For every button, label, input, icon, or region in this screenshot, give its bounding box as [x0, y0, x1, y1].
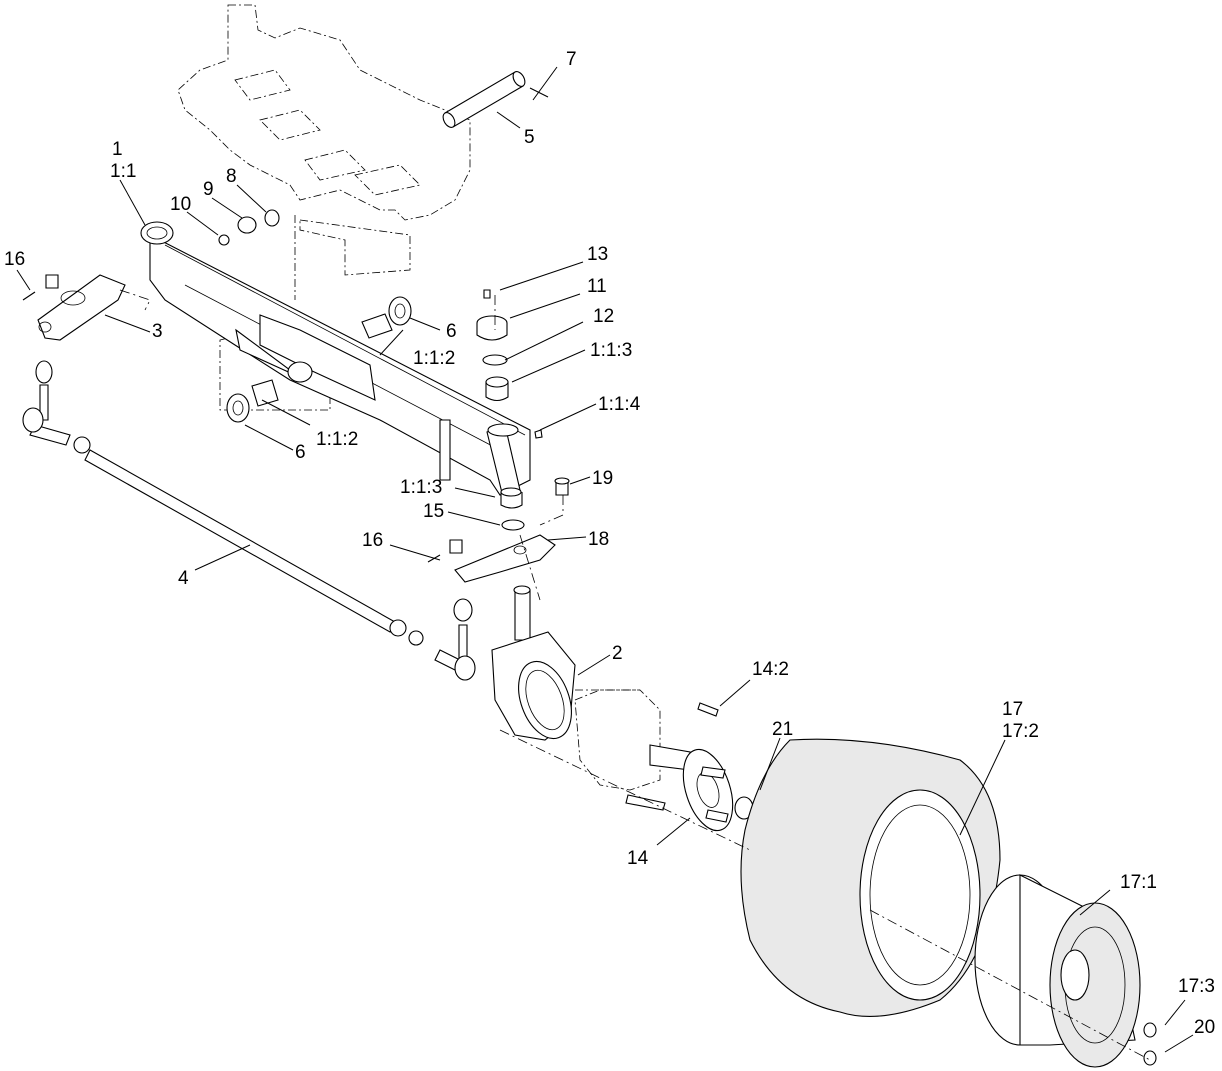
callout-9: 9: [203, 179, 214, 200]
callout-1-1-4: 1:1:4: [598, 394, 641, 415]
callout-14: 14: [627, 848, 649, 869]
tire: [740, 738, 1001, 1017]
callout-1-1: 1:1: [110, 161, 136, 182]
callout-2: 2: [612, 643, 623, 664]
callout-14-2: 14:2: [752, 659, 789, 680]
callout-6a: 6: [446, 321, 457, 342]
callout-leaders: [16, 66, 1194, 1053]
callout-17: 17: [1002, 699, 1023, 720]
callout-16a: 16: [4, 249, 25, 270]
steering-arms: [37, 274, 556, 583]
callout-4: 4: [178, 568, 189, 589]
callout-7: 7: [566, 49, 577, 70]
callout-17-2: 17:2: [1002, 721, 1039, 742]
callout-15: 15: [423, 501, 444, 522]
callout-13: 13: [587, 244, 608, 265]
assembly-centerlines: [119, 289, 1151, 1061]
callout-1-1-2a: 1:1:2: [413, 348, 455, 369]
callout-11: 11: [587, 276, 607, 297]
callout-1-1-2b: 1:1:2: [316, 429, 358, 450]
callout-1: 1: [112, 139, 123, 160]
callout-20: 20: [1194, 1017, 1215, 1038]
steering-arm-bolt: [554, 477, 570, 496]
callout-6b: 6: [295, 442, 306, 463]
wheel-hub: [625, 702, 754, 832]
callout-17-3: 17:3: [1178, 976, 1215, 997]
callout-labels: 1 1:1 7 5 8 9 10 16 3 6 1:1:2 1:1:2 6 13…: [4, 49, 1215, 1038]
tie-rod: [22, 360, 476, 681]
callout-1-1-3b: 1:1:3: [400, 477, 442, 498]
spindle: [491, 585, 576, 741]
callout-10: 10: [170, 194, 191, 215]
callout-12: 12: [593, 306, 614, 327]
pivot-bushings: [226, 296, 412, 423]
wheel-motor-phantom: [574, 689, 661, 791]
callout-19: 19: [592, 468, 613, 489]
callout-16b: 16: [362, 530, 383, 551]
castle-nuts: [22, 274, 463, 563]
front-axle-beam: [140, 221, 531, 496]
callout-3: 3: [152, 321, 163, 342]
wheel-rim: [974, 874, 1157, 1068]
callout-18: 18: [588, 529, 609, 550]
spindle-bushings: [476, 289, 543, 531]
callout-5: 5: [524, 127, 535, 148]
pivot-pin: [442, 71, 549, 128]
callout-21: 21: [772, 719, 793, 740]
callout-1-1-3a: 1:1:3: [590, 340, 632, 361]
callout-8: 8: [226, 166, 237, 187]
pivot-hardware: [218, 209, 280, 246]
callout-17-1: 17:1: [1120, 872, 1157, 893]
